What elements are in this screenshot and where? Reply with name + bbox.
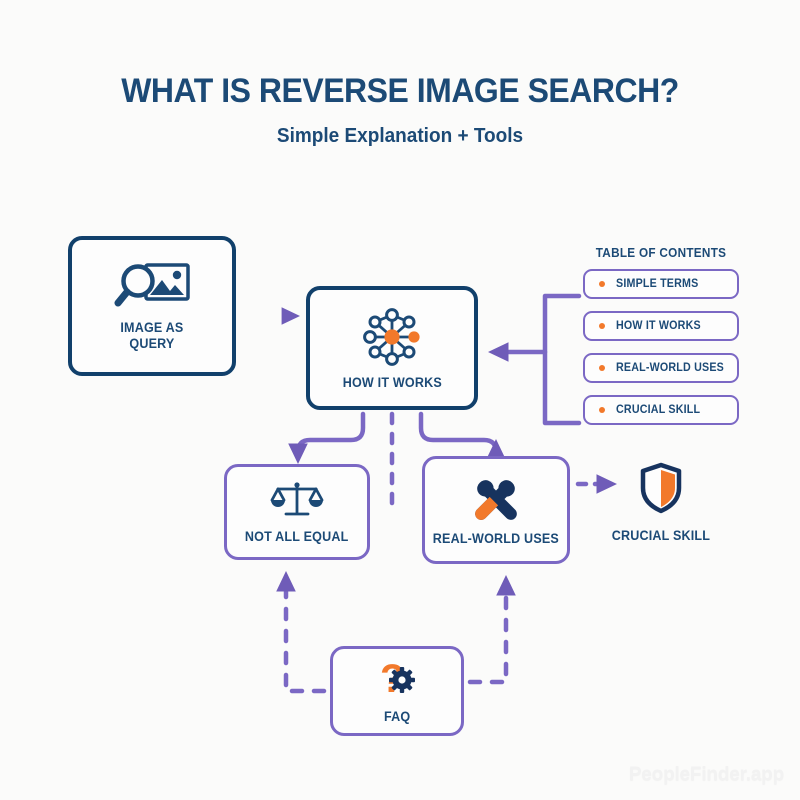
balance-scale-icon xyxy=(268,480,326,522)
bullet-icon xyxy=(599,407,605,413)
toc-item-how-it-works[interactable]: HOW IT WORKS xyxy=(583,311,739,341)
bullet-icon xyxy=(599,323,605,329)
arrow-how-to-real-world-uses xyxy=(418,411,506,460)
page-title: WHAT IS REVERSE IMAGE SEARCH? xyxy=(121,72,679,110)
node-label: NOT ALL EQUAL xyxy=(245,528,349,544)
arrow-toc-top-to-how xyxy=(487,293,582,362)
toc-item-crucial-skill[interactable]: CRUCIAL SKILL xyxy=(583,395,739,425)
node-label: IMAGE AS QUERY xyxy=(120,319,184,351)
node-real-world-uses[interactable]: REAL-WORLD USES xyxy=(422,456,570,564)
bullet-icon xyxy=(599,365,605,371)
crucial-skill-group: CRUCIAL SKILL xyxy=(598,462,724,543)
node-faq[interactable]: ? FAQ xyxy=(330,646,464,736)
arrow-faq-to-real-world-uses xyxy=(467,574,516,685)
question-gear-icon: ? xyxy=(370,657,424,702)
line-toc-bottom-branch xyxy=(542,349,582,426)
toc-item-label: SIMPLE TERMS xyxy=(616,278,699,290)
node-label: HOW IT WORKS xyxy=(342,374,442,390)
node-label: FAQ xyxy=(383,708,411,724)
bullet-icon xyxy=(599,281,605,287)
toc-heading: TABLE OF CONTENTS xyxy=(595,246,727,260)
crossed-wrenches-icon xyxy=(467,474,525,524)
arrow-faq-to-not-all-equal xyxy=(276,570,327,694)
arrow-how-to-not-all-equal xyxy=(288,411,366,465)
page-subtitle: Simple Explanation + Tools xyxy=(276,125,524,147)
node-label: REAL-WORLD USES xyxy=(432,530,560,546)
crucial-skill-label: CRUCIAL SKILL xyxy=(611,528,711,543)
network-nodes-icon xyxy=(356,306,428,368)
node-how-it-works[interactable]: HOW IT WORKS xyxy=(306,286,478,410)
table-of-contents: TABLE OF CONTENTS SIMPLE TERMS HOW IT WO… xyxy=(583,246,739,437)
toc-item-label: CRUCIAL SKILL xyxy=(616,404,701,416)
watermark: PeopleFinder.app xyxy=(628,764,784,785)
image-search-icon xyxy=(113,261,191,313)
shield-icon xyxy=(638,462,684,519)
node-image-as-query[interactable]: IMAGE AS QUERY xyxy=(68,236,236,376)
toc-item-label: REAL-WORLD USES xyxy=(616,362,724,374)
toc-item-simple-terms[interactable]: SIMPLE TERMS xyxy=(583,269,739,299)
node-not-all-equal[interactable]: NOT ALL EQUAL xyxy=(224,464,370,560)
toc-item-real-world-uses[interactable]: REAL-WORLD USES xyxy=(583,353,739,383)
toc-item-label: HOW IT WORKS xyxy=(616,320,701,332)
